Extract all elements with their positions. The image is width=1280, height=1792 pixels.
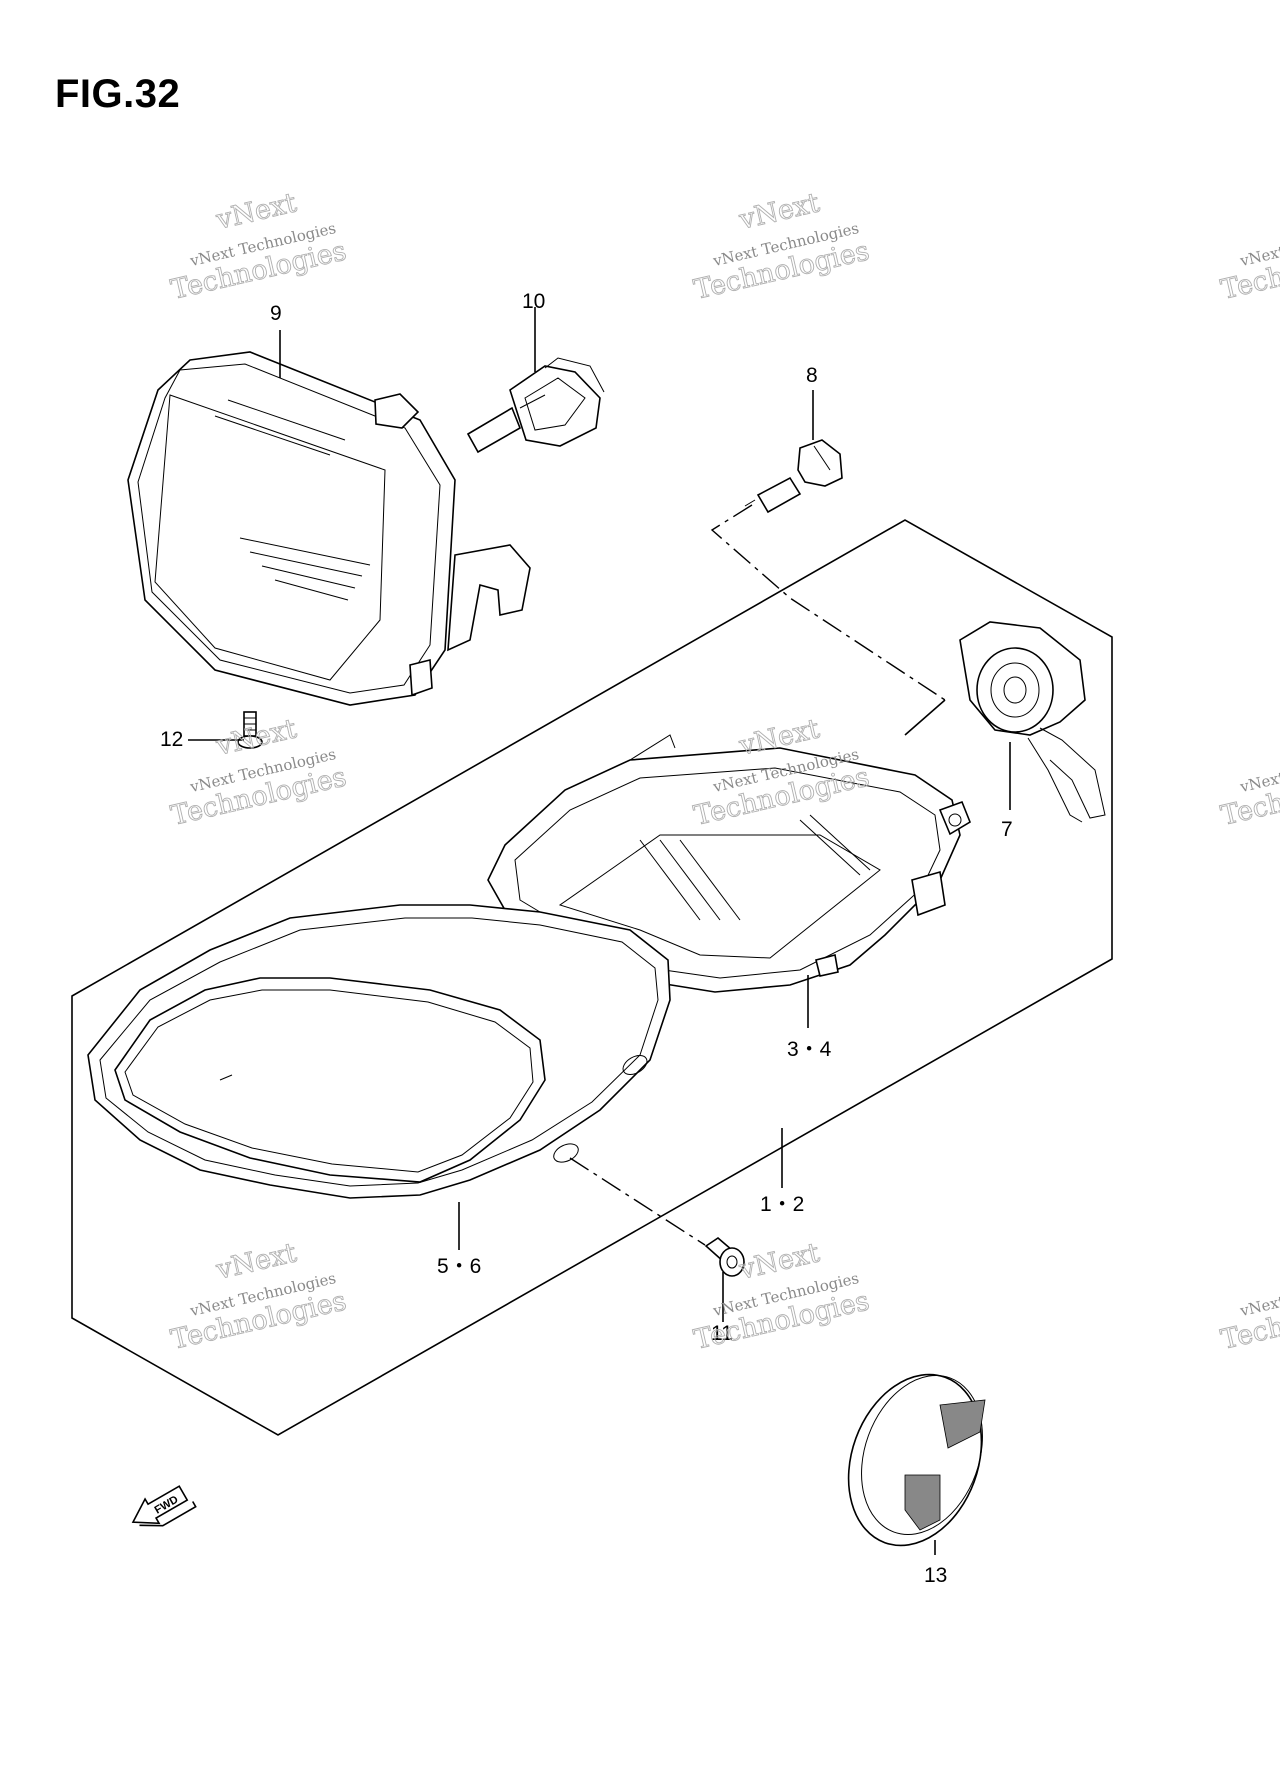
callout-9: 9 bbox=[270, 302, 282, 325]
callout-13: 13 bbox=[924, 1564, 947, 1587]
screw-part-12 bbox=[237, 711, 263, 749]
callout-8: 8 bbox=[806, 364, 818, 387]
fwd-label: FWD bbox=[153, 1494, 181, 1517]
assembly-frame bbox=[71, 519, 1113, 1436]
callout-11: 11 bbox=[711, 1322, 733, 1345]
screw-part-11 bbox=[704, 1236, 745, 1277]
callout-5-6: 5・6 bbox=[437, 1255, 481, 1278]
svg-text:vNext: vNext bbox=[213, 1237, 300, 1286]
watermark-3: vNext vNext Technologies Technologies bbox=[168, 713, 350, 832]
watermark-7: vNext Technologies Technologies bbox=[1218, 219, 1280, 306]
callout-10: 10 bbox=[522, 290, 545, 313]
watermark-2: vNext vNext Technologies Technologies bbox=[691, 187, 873, 306]
callout-7: 7 bbox=[1001, 818, 1013, 841]
callout-3-4: 3・4 bbox=[787, 1038, 832, 1061]
callout-12: 12 bbox=[160, 728, 183, 751]
watermark-8: vNext Technologies Technologies bbox=[1218, 745, 1280, 832]
headlight-housing-part-9 bbox=[127, 351, 531, 706]
watermark-9: vNext Technologies Technologies bbox=[1218, 1269, 1280, 1356]
headlight-bezel-part-5-6 bbox=[87, 904, 671, 1199]
bulb-socket-part-7 bbox=[959, 621, 1106, 823]
leader-lines bbox=[188, 307, 1011, 1555]
svg-text:vNext: vNext bbox=[736, 1237, 823, 1286]
reflector-part-13 bbox=[847, 1373, 986, 1547]
position-bulb-part-8 bbox=[744, 439, 843, 514]
watermark-1: vNext vNext Technologies Technologies bbox=[168, 187, 350, 306]
forward-arrow-icon: FWD bbox=[131, 1485, 197, 1527]
figure-title: FIG.32 bbox=[55, 72, 181, 116]
callout-1-2: 1・2 bbox=[760, 1193, 804, 1216]
svg-text:vNext: vNext bbox=[736, 187, 823, 236]
headlight-bulb-part-10 bbox=[466, 357, 605, 454]
svg-text:vNext: vNext bbox=[213, 187, 300, 236]
watermark-5: vNext vNext Technologies Technologies bbox=[168, 1237, 350, 1356]
